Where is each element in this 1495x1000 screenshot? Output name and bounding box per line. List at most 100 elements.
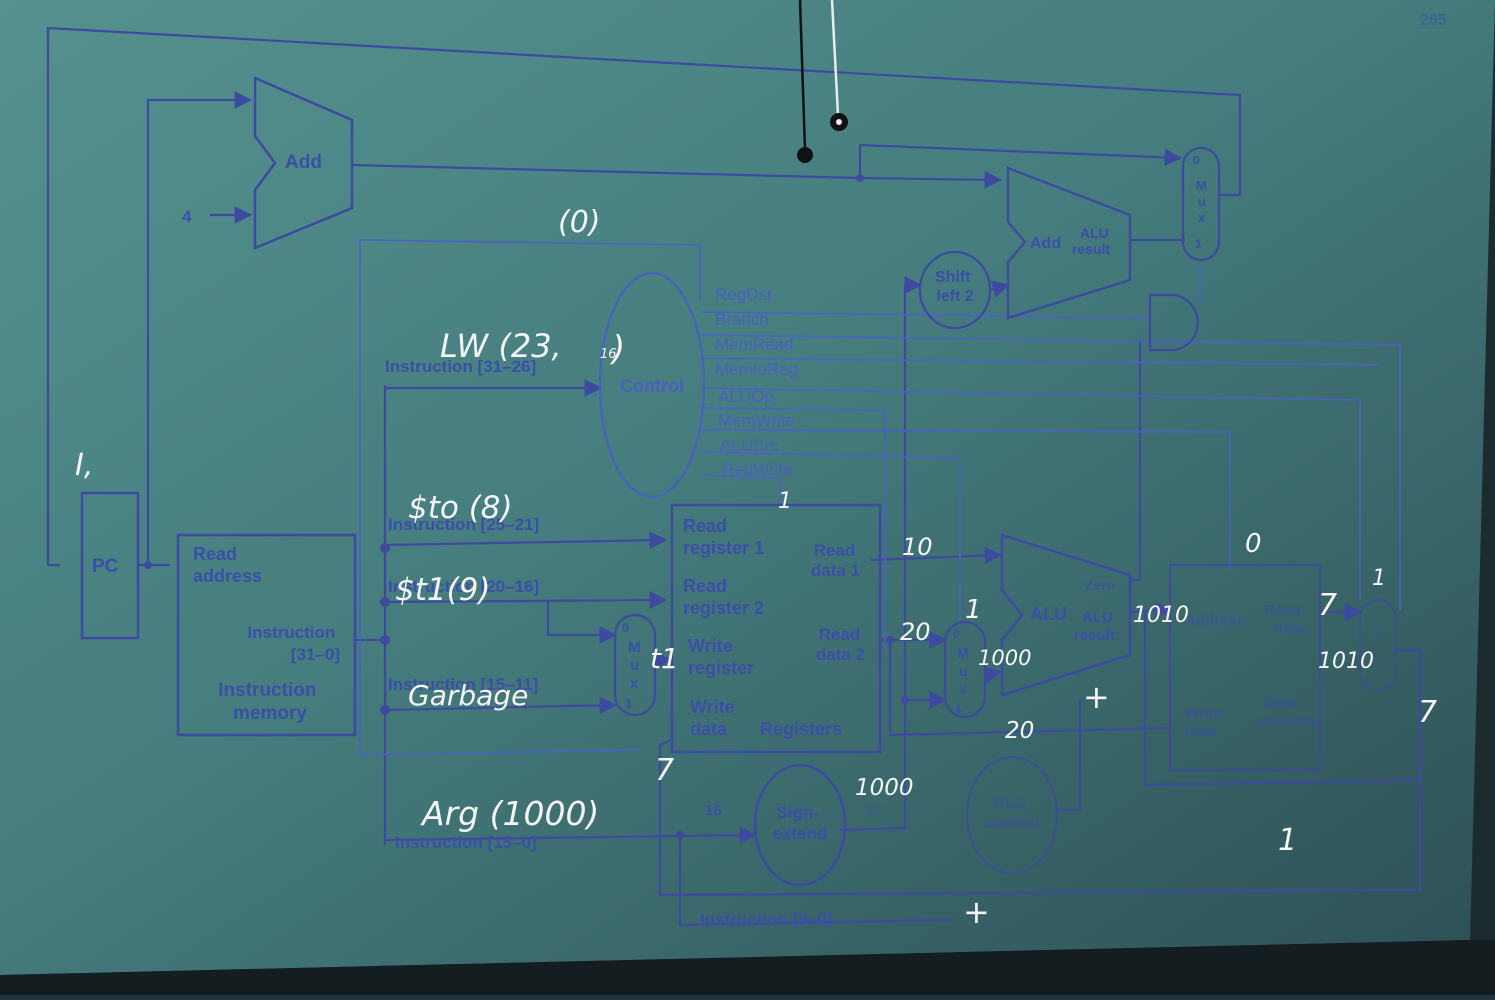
svg-text:u: u bbox=[1373, 641, 1380, 655]
alu-control-label: ALU control bbox=[985, 795, 1039, 832]
signal-memread: MemRead bbox=[715, 335, 793, 354]
bits-16-label: 16 bbox=[705, 802, 722, 819]
svg-text:u: u bbox=[959, 663, 968, 679]
reg-read-data-1: Read data 1 bbox=[811, 541, 860, 580]
imem-read-address: Read address bbox=[193, 544, 262, 586]
field-rs: Instruction [25–21] bbox=[388, 515, 539, 534]
annot-regwrite-one: 1 bbox=[778, 489, 792, 514]
control-unit bbox=[598, 271, 706, 499]
imem-title: Instruction memory bbox=[218, 680, 321, 724]
annot-rs-register: $to (8) bbox=[408, 490, 513, 526]
annot-opcode-sub: 16 bbox=[600, 347, 617, 362]
pcsrc-mux bbox=[1181, 146, 1221, 262]
svg-text:1: 1 bbox=[955, 701, 962, 715]
annot-read-data1: 10 bbox=[902, 533, 933, 561]
svg-text:x: x bbox=[959, 681, 967, 697]
field-rt: Instruction [20–16] bbox=[388, 577, 539, 596]
annot-wb-mux: 1010 bbox=[1318, 649, 1374, 674]
signal-branch: Branch bbox=[715, 310, 769, 329]
alu-zero-label: Zero bbox=[1085, 577, 1115, 593]
svg-text:u: u bbox=[1198, 194, 1206, 209]
control-signal-labels: RegDst Branch MemRead MemtoReg ALUOp Mem… bbox=[715, 285, 798, 479]
reg-read-data-2: Read data 2 bbox=[816, 625, 865, 664]
control-label: Control bbox=[620, 376, 684, 396]
reg-write-register: Write register bbox=[688, 636, 754, 678]
handwritten-annotations: I, (0) LW (23, 16 ) $to (8) $t1(9) Garba… bbox=[75, 205, 1437, 931]
alu-control-unit bbox=[965, 755, 1059, 875]
annot-wb-out-seven: 7 bbox=[1418, 695, 1437, 730]
annot-imm-arg: Arg (1000) bbox=[420, 794, 599, 833]
annot-rd-garbage: Garbage bbox=[408, 679, 528, 712]
annot-alu-plus: + bbox=[1083, 678, 1110, 716]
reg-read-register-2: Read register 2 bbox=[683, 576, 764, 618]
shift-left-2-unit bbox=[918, 250, 992, 330]
annot-memread-one: 1 bbox=[1278, 823, 1297, 858]
signal-aluop: ALUOp bbox=[718, 387, 774, 406]
branch-adder-result: ALU result bbox=[1072, 225, 1113, 257]
reg-write-data: Write data bbox=[690, 697, 740, 739]
branch-adder bbox=[1006, 166, 1132, 320]
register-file bbox=[670, 503, 882, 754]
annot-write-reg-seven: 7 bbox=[655, 753, 674, 788]
annot-instr-id: I, bbox=[75, 448, 93, 483]
pc-adder bbox=[253, 76, 354, 250]
annot-mux-out: 1000 bbox=[978, 646, 1031, 670]
bits-32-label: 32 bbox=[865, 802, 882, 819]
registers-title: Registers bbox=[760, 719, 842, 739]
desk-edge bbox=[0, 940, 1495, 995]
memtoreg-mux bbox=[1358, 598, 1398, 692]
regdst-mux bbox=[613, 613, 657, 717]
page-number: 265 bbox=[1420, 12, 1447, 29]
dmem-address: Address bbox=[1185, 612, 1245, 629]
signal-regdst: RegDst bbox=[715, 285, 772, 304]
branch-adder-label: Add bbox=[1030, 235, 1061, 252]
annot-mux-t1: t1 bbox=[650, 642, 679, 675]
svg-text:x: x bbox=[1373, 655, 1380, 669]
annot-alu-control-plus: + bbox=[963, 893, 990, 931]
instruction-field-labels: Instruction [31–26] Instruction [25–21] … bbox=[385, 357, 832, 929]
svg-text:x: x bbox=[1198, 210, 1206, 225]
branch-and-gate bbox=[1148, 293, 1199, 352]
datapath-wires bbox=[46, 26, 1422, 927]
dmem-title: Data memory bbox=[1260, 695, 1319, 730]
annot-memtoreg-one: 1 bbox=[1372, 566, 1386, 591]
field-rd: Instruction [15–11] bbox=[388, 675, 538, 694]
control-wires bbox=[359, 239, 1401, 756]
constant-four: 4 bbox=[182, 207, 192, 226]
alusrc-mux bbox=[943, 620, 987, 719]
svg-text:M: M bbox=[1372, 627, 1382, 641]
field-op: Instruction [31–26] bbox=[385, 357, 536, 376]
annot-rt-register: $t1(9) bbox=[395, 572, 491, 608]
annot-memwrite-zero: 0 bbox=[1245, 529, 1262, 559]
main-alu bbox=[1000, 533, 1132, 697]
annot-regdst-value: (0) bbox=[558, 205, 601, 240]
signal-memwrite: MemWrite bbox=[718, 411, 795, 430]
svg-text:M: M bbox=[1196, 178, 1207, 193]
sign-extend-label: Sign- extend bbox=[773, 803, 828, 843]
signal-memtoreg: MemtoReg bbox=[715, 360, 798, 379]
pc-register bbox=[80, 491, 140, 640]
shift-left-label: Shift left 2 bbox=[935, 269, 975, 305]
svg-text:0: 0 bbox=[1193, 153, 1200, 167]
dmem-read-data: Read data bbox=[1264, 602, 1306, 637]
annot-alu-result: 1010 bbox=[1133, 603, 1189, 628]
field-imm: Instruction [15–0] bbox=[395, 833, 537, 852]
annot-dmem-read-seven: 7 bbox=[1318, 588, 1337, 623]
annot-opcode-close: ) bbox=[609, 329, 625, 369]
svg-text:0: 0 bbox=[953, 627, 960, 641]
pc-adder-label: Add bbox=[285, 152, 322, 173]
reg-read-register-1: Read register 1 bbox=[683, 516, 764, 558]
alu-result-label: ALU result bbox=[1074, 609, 1117, 644]
svg-text:M: M bbox=[957, 645, 969, 661]
pc-label: PC bbox=[92, 556, 119, 577]
signal-regwrite: RegWrite bbox=[722, 460, 793, 479]
svg-text:u: u bbox=[630, 657, 639, 674]
svg-text:x: x bbox=[630, 675, 639, 692]
screen bbox=[0, 0, 1495, 975]
stylus-cable bbox=[797, 0, 848, 163]
annot-to-write-data: 20 bbox=[1005, 718, 1034, 744]
junction-dots bbox=[144, 174, 909, 839]
svg-text:0: 0 bbox=[622, 620, 629, 635]
